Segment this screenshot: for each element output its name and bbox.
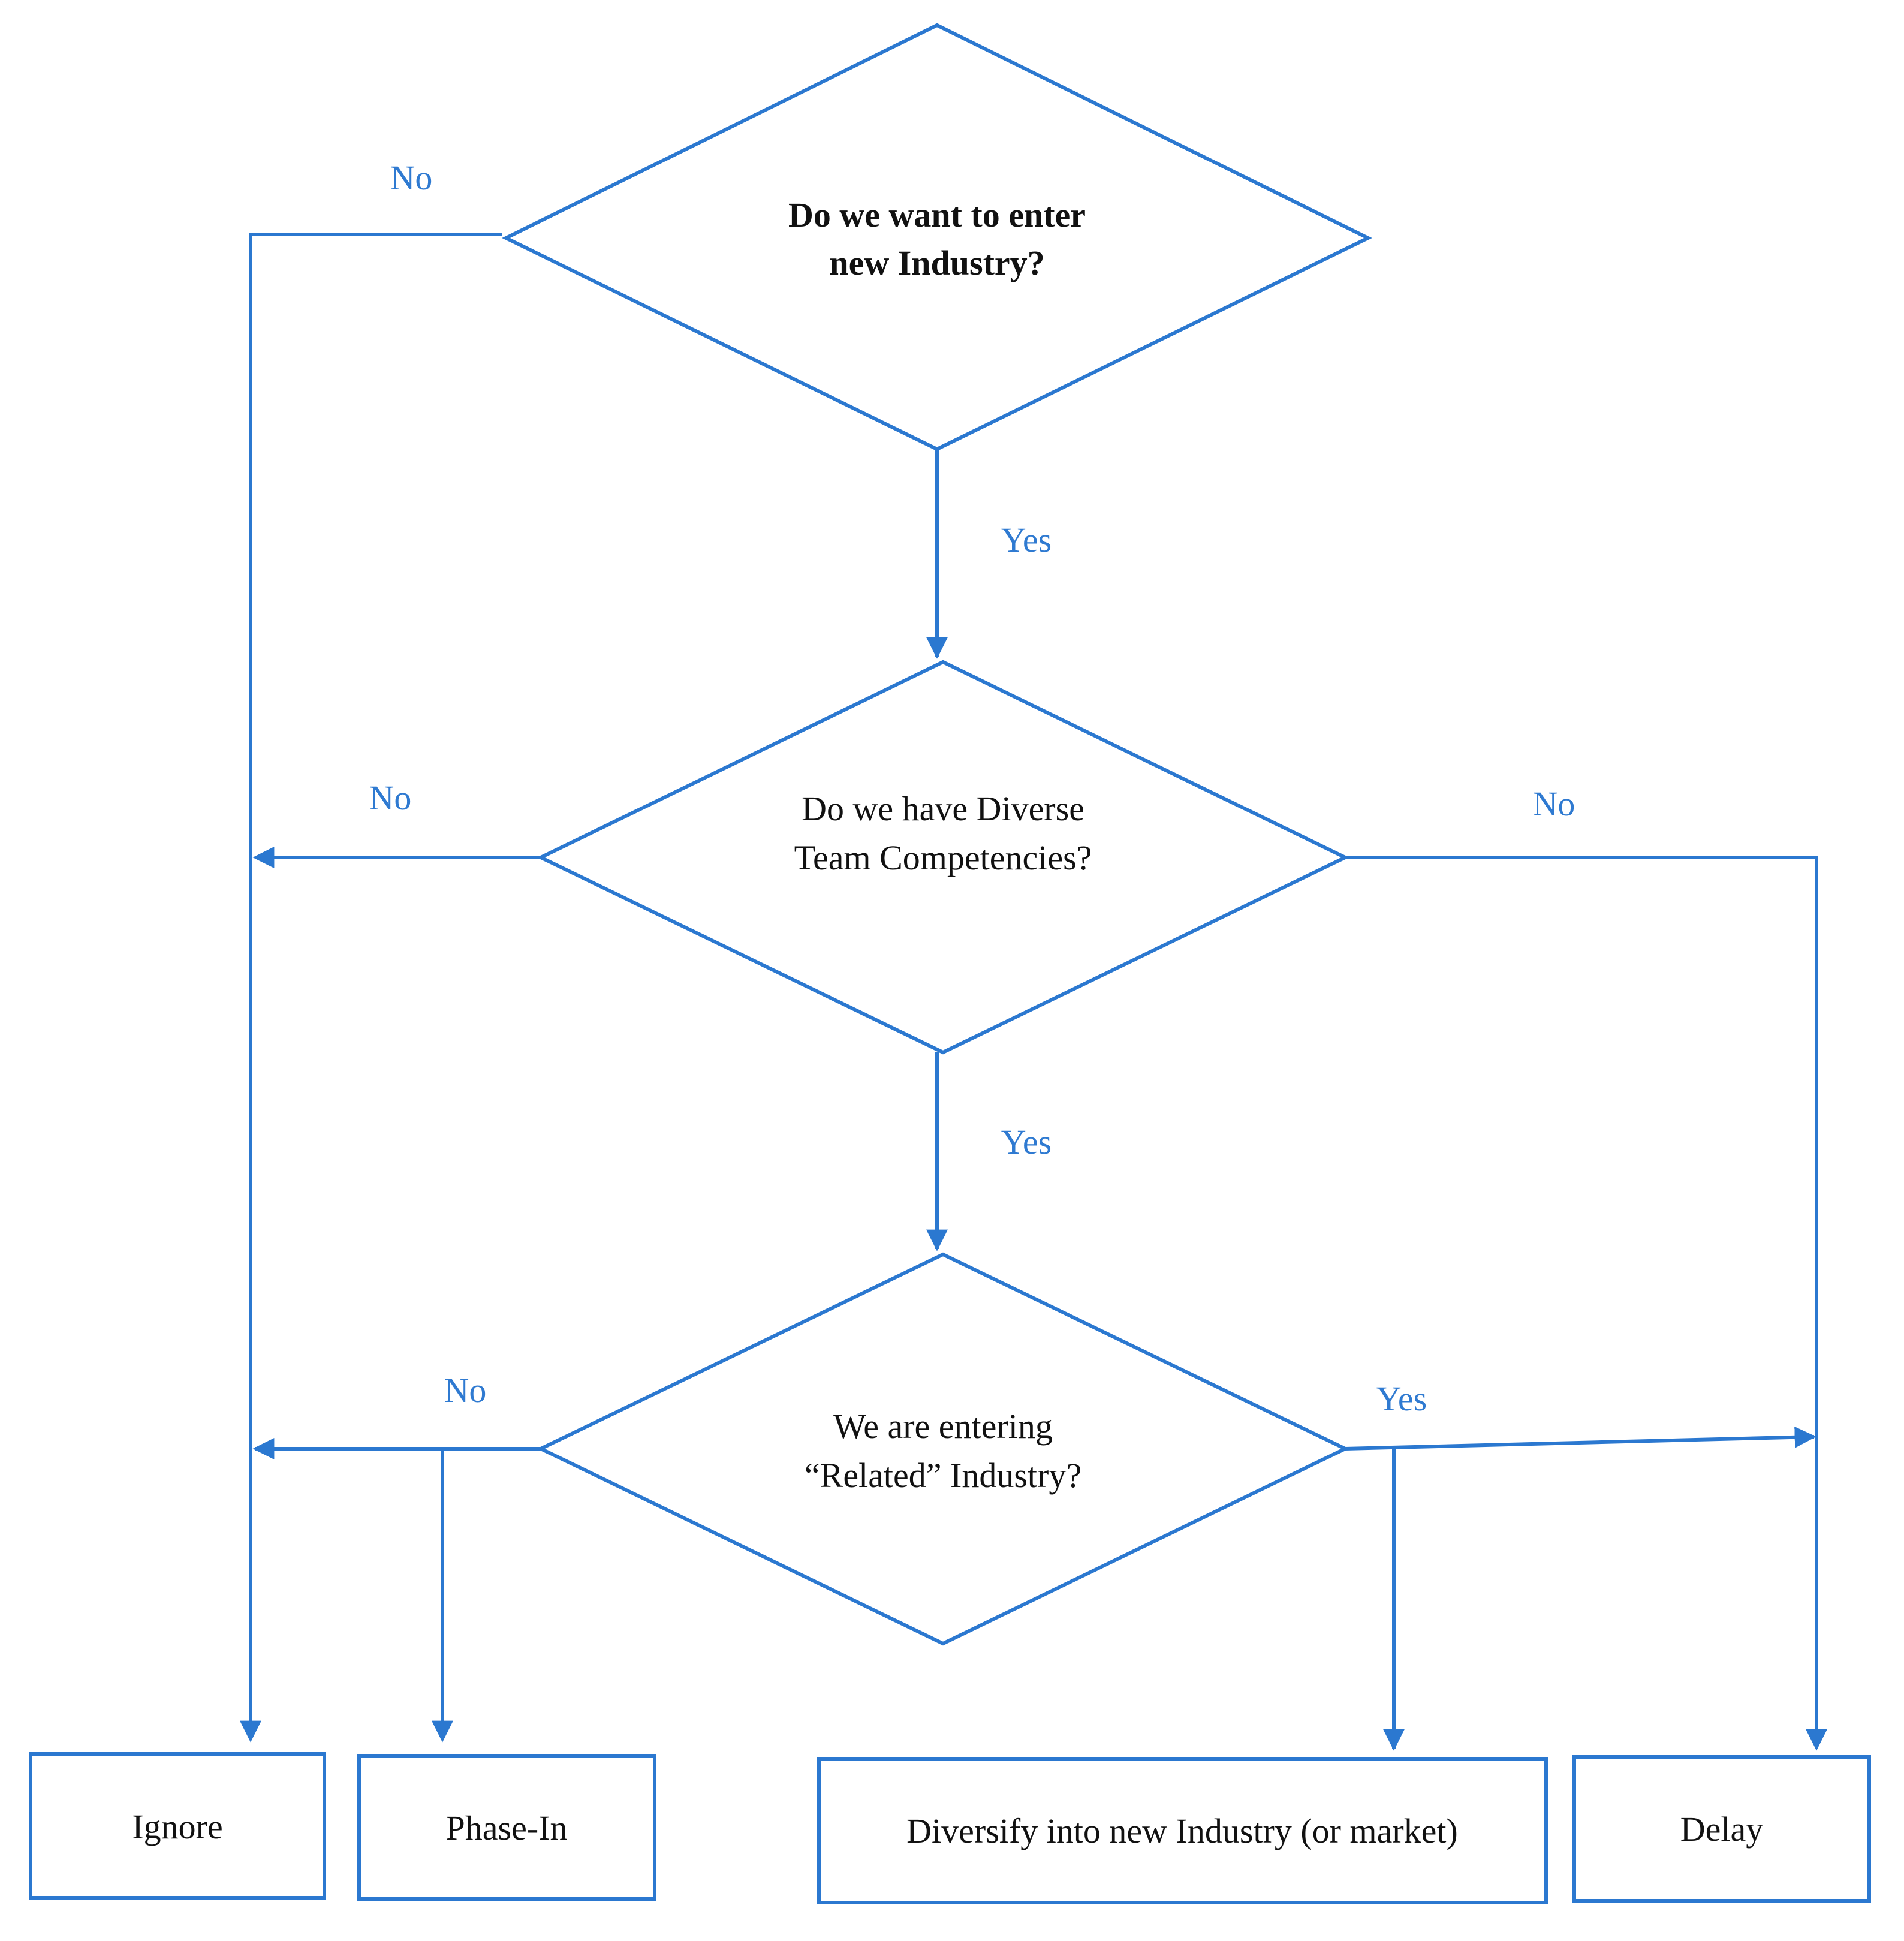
edge-q3-yes-right [1345, 1426, 1816, 1451]
edge-label-q1-yes: Yes [1001, 520, 1052, 559]
decision-q2-line2: Team Competencies? [794, 838, 1092, 877]
outcome-ignore-label: Ignore [132, 1807, 222, 1846]
decision-q1: Do we want to enter new Industry? [502, 23, 1372, 452]
outcome-diversify-label: Diversify into new Industry (or market) [906, 1811, 1458, 1850]
decision-q2: Do we have Diverse Team Competencies? [537, 660, 1349, 1055]
outcome-diversify: Diversify into new Industry (or market) [817, 1757, 1548, 1904]
decision-q3: We are entering “Related” Industry? [537, 1252, 1349, 1646]
decision-q2-shape [537, 660, 1349, 1055]
decision-q1-line2: new Industry? [829, 243, 1044, 282]
outcome-phase-in: Phase-In [357, 1754, 656, 1901]
outcome-delay-label: Delay [1680, 1810, 1764, 1849]
outcome-diversify-box [817, 1757, 1548, 1904]
outcome-phase-in-label: Phase-In [446, 1808, 568, 1847]
connectors [240, 233, 1827, 1751]
outcome-phase-in-box [357, 1754, 656, 1901]
decision-q1-line1: Do we want to enter [788, 195, 1086, 234]
decision-q3-line2: “Related” Industry? [805, 1456, 1081, 1495]
decision-q1-shape [502, 23, 1372, 452]
edge-label-q3-no: No [444, 1371, 487, 1410]
edge-label-q2-no-right: No [1533, 784, 1575, 823]
outcome-ignore-box [29, 1752, 326, 1900]
edge-q2-no-right [1345, 856, 1827, 1751]
outcome-delay-box [1572, 1755, 1871, 1903]
decision-q3-line1: We are entering [833, 1407, 1053, 1446]
edge-q1-no [240, 233, 502, 1743]
edge-label-q1-no: No [390, 158, 433, 197]
edge-label-q3-yes: Yes [1376, 1379, 1427, 1418]
edge-label-q2-yes: Yes [1001, 1123, 1052, 1161]
decision-q2-line1: Do we have Diverse [802, 789, 1084, 828]
edge-label-q2-no-left: No [369, 778, 412, 817]
decision-q3-shape [537, 1252, 1349, 1646]
outcome-delay: Delay [1572, 1755, 1871, 1903]
outcome-ignore: Ignore [29, 1752, 326, 1900]
